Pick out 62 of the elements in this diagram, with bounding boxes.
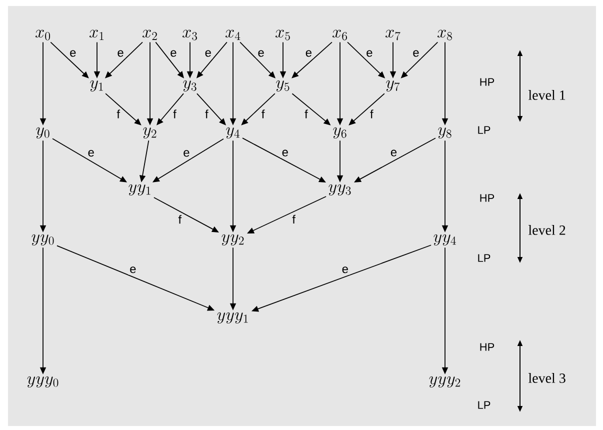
edge-label: f bbox=[262, 110, 265, 118]
edge-label: f bbox=[178, 214, 182, 224]
arrow bbox=[241, 93, 276, 126]
edge-label: f bbox=[116, 110, 120, 118]
edge-label: e bbox=[118, 50, 124, 57]
arrow bbox=[105, 93, 142, 126]
edge-label: e bbox=[170, 50, 176, 57]
variable-label: $yy_{0}$ bbox=[32, 234, 54, 246]
level-label: level 1 bbox=[528, 90, 566, 100]
edge-label: e bbox=[282, 150, 288, 156]
variable-label: $x_{2}$ bbox=[142, 30, 157, 40]
band-label: HP bbox=[480, 343, 494, 351]
variable-label: $y_{0}$ bbox=[36, 127, 50, 139]
edge-label: e bbox=[88, 150, 94, 157]
variable-label: $yyy_{2}$ bbox=[429, 376, 460, 388]
variable-label: $x_{8}$ bbox=[438, 30, 452, 40]
edge-label: f bbox=[370, 110, 374, 118]
edge-label: e bbox=[130, 266, 136, 274]
variable-label: $yy_{3}$ bbox=[328, 184, 351, 196]
edge-label: f bbox=[173, 110, 176, 118]
variable-label: $yy_{2}$ bbox=[222, 234, 244, 246]
variable-label: $x_{3}$ bbox=[182, 30, 197, 40]
edge-label: f bbox=[304, 110, 308, 118]
band-label: LP bbox=[478, 126, 490, 134]
edge-label: e bbox=[205, 50, 211, 57]
arrow bbox=[50, 42, 89, 78]
variable-label: $yyy_{1}$ bbox=[217, 312, 248, 324]
variable-label: $y_{7}$ bbox=[386, 80, 400, 92]
variable-label: $y_{2}$ bbox=[143, 127, 156, 139]
variable-label: $x_{7}$ bbox=[386, 30, 400, 40]
edge-label: e bbox=[390, 150, 397, 156]
variable-label: $yy_{4}$ bbox=[434, 234, 456, 246]
edge-label: e bbox=[70, 50, 76, 57]
edge-label: e bbox=[366, 50, 372, 57]
variable-label: $y_{3}$ bbox=[183, 80, 196, 92]
variable-label: $x_{0}$ bbox=[36, 30, 50, 40]
band-label: HP bbox=[480, 194, 494, 202]
variable-label: $y_{5}$ bbox=[276, 80, 290, 92]
arrow bbox=[292, 42, 332, 78]
variable-label: $yy_{1}$ bbox=[128, 184, 150, 196]
edge-label: e bbox=[342, 266, 348, 274]
variable-label: $y_{6}$ bbox=[333, 127, 346, 139]
variable-label: $yyy_{0}$ bbox=[27, 376, 58, 388]
level-label: level 2 bbox=[528, 225, 566, 235]
arrow bbox=[348, 93, 385, 126]
edge-label: e bbox=[413, 50, 419, 57]
variable-label: $x_{4}$ bbox=[226, 30, 240, 40]
level-label: level 3 bbox=[528, 373, 566, 383]
band-label: LP bbox=[478, 401, 490, 409]
variable-label: $x_{5}$ bbox=[276, 30, 290, 40]
band-label: HP bbox=[480, 78, 494, 86]
variable-label: $y_{1}$ bbox=[90, 80, 103, 92]
edge-label: e bbox=[184, 150, 190, 157]
variable-label: $y_{8}$ bbox=[438, 127, 452, 139]
variable-label: $x_{6}$ bbox=[332, 30, 347, 40]
band-label: LP bbox=[478, 254, 490, 262]
variable-label: $y_{4}$ bbox=[226, 127, 240, 139]
edge-label: e bbox=[306, 50, 312, 57]
edge-label: e bbox=[258, 50, 264, 57]
edge-label: f bbox=[205, 110, 208, 118]
edge-label: f bbox=[292, 214, 296, 224]
variable-label: $x_{1}$ bbox=[90, 30, 104, 40]
